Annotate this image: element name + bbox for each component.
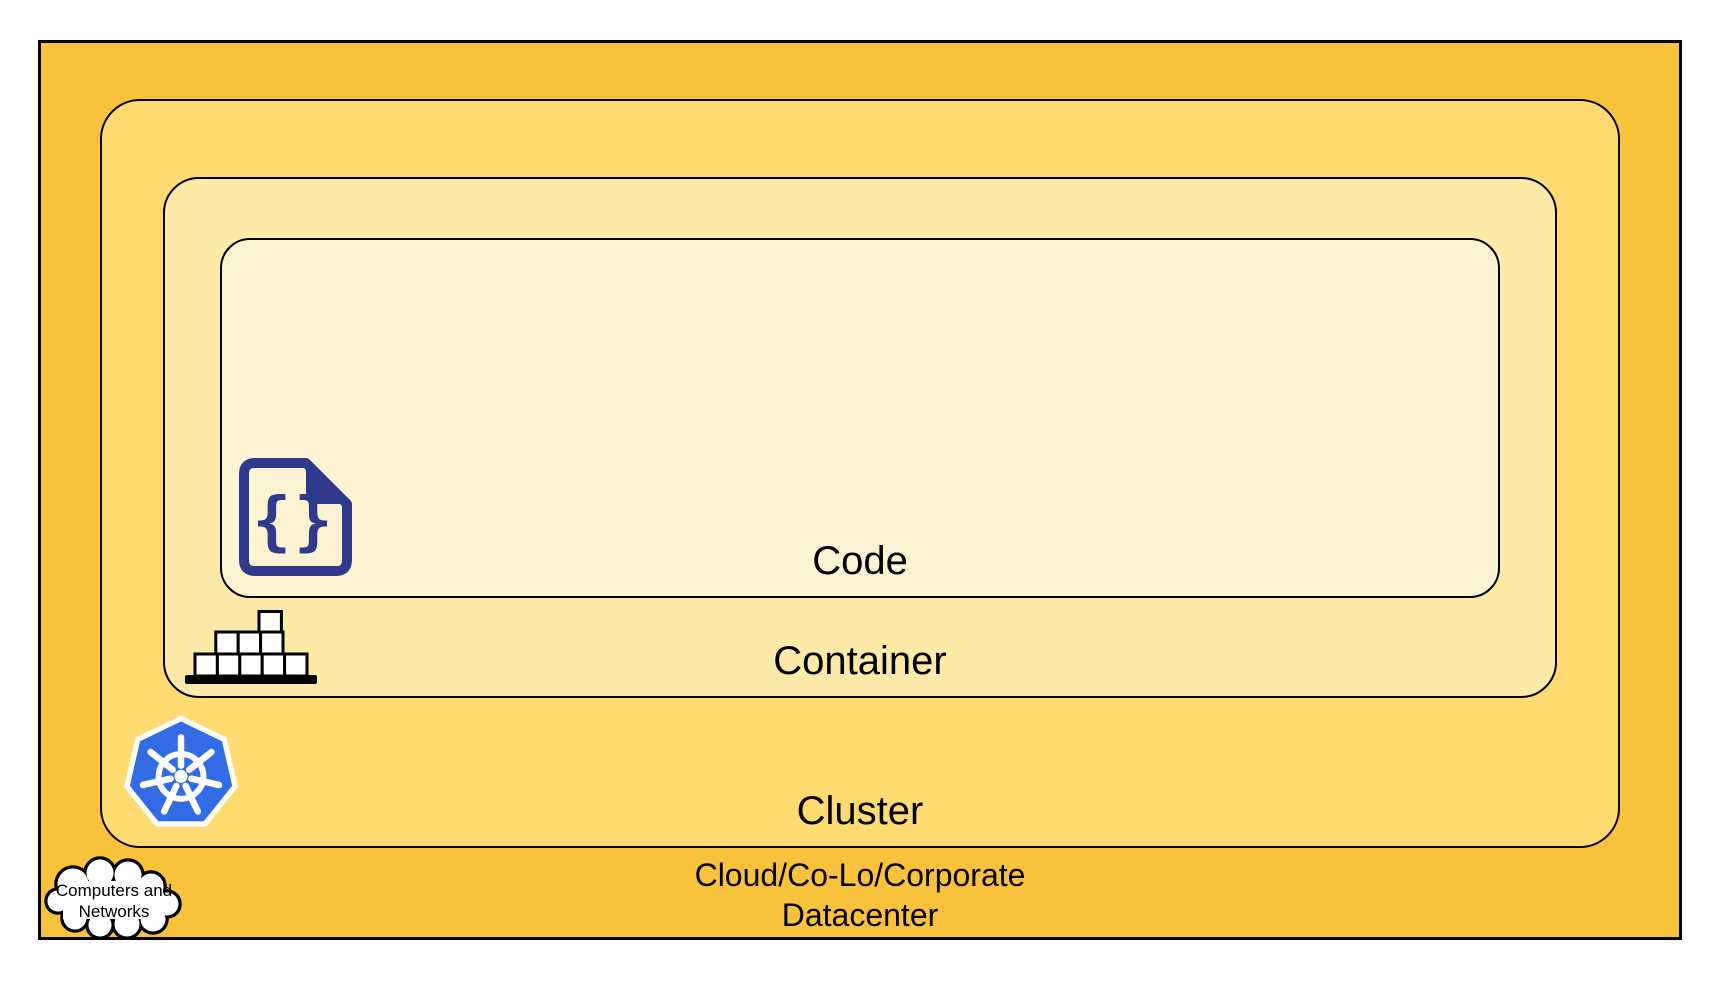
label-datacenter-line1: Cloud/Co-Lo/Corporate [694,857,1026,893]
cloud-label: Computers and Networks [43,862,185,940]
layer-container: {} Code [163,177,1557,698]
container-blocks-icon [185,610,317,684]
cloud-label-line2: Networks [78,902,150,921]
layer-cluster: {} Code [100,99,1620,848]
cloud-label-line1: Computers and [55,880,173,900]
label-datacenter-line2: Datacenter [781,897,939,933]
label-container: Container [773,639,947,683]
label-code: Code [812,539,908,583]
cloud-shape [44,856,182,940]
kubernetes-icon [124,715,238,827]
code-file-icon: {} [239,458,352,576]
layer-code: {} Code [220,238,1500,598]
cloud-icon: Computers and Networks [43,856,185,940]
label-datacenter: Cloud/Co-Lo/Corporate Datacenter [41,855,1679,935]
layer-datacenter: {} Code [38,40,1682,940]
code-braces-glyph: {} [252,485,335,559]
label-cluster: Cluster [796,789,924,833]
